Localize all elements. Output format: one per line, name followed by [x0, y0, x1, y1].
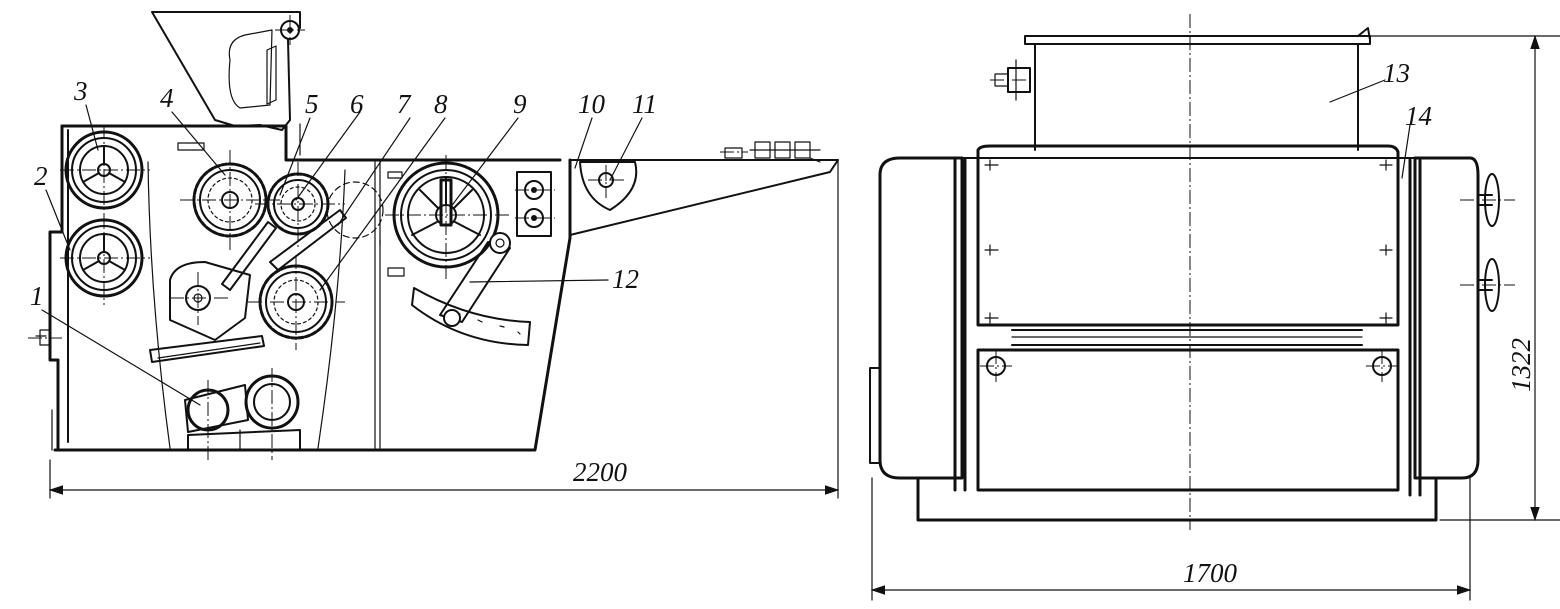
conveyor-hardware: [720, 141, 821, 163]
roll-8: [248, 255, 345, 350]
length-dimension-label: 2200: [573, 457, 628, 487]
part-label-9: 9: [513, 89, 527, 119]
hopper: [151, 11, 305, 131]
part-label-7: 7: [397, 89, 412, 119]
gear-box-10: [515, 171, 555, 237]
roll-3: [60, 125, 150, 215]
part-label-3: 3: [73, 76, 88, 106]
drive-motors: [184, 368, 301, 460]
width-dimension-label: 1700: [1183, 558, 1238, 588]
roll-7: [326, 181, 384, 239]
part-label-12: 12: [612, 264, 639, 294]
roll-4: [180, 150, 280, 250]
part-label-4: 4: [160, 83, 174, 113]
front-part-labels: 13 14: [1383, 58, 1432, 131]
part-label-8: 8: [434, 89, 448, 119]
height-dimension-label: 1322: [1506, 338, 1536, 392]
roll-2: [60, 215, 150, 305]
front-dimensions: 1322 1700: [870, 34, 1560, 601]
roll-9: [385, 155, 510, 280]
part-label-10: 10: [578, 89, 606, 119]
machine-body: [869, 144, 1480, 522]
front-view: 1322 1700 13 14: [869, 14, 1560, 601]
part-label-14: 14: [1405, 101, 1432, 131]
part-label-2: 2: [34, 161, 48, 191]
front-leader-lines: [1329, 79, 1411, 179]
side-part-labels: 1 2 3 4 5 6 7 8 9 10 11 12: [30, 76, 657, 311]
bracket-11: [579, 161, 638, 211]
leader-lines: [41, 104, 643, 406]
roll-6: [255, 162, 345, 248]
part-label-1: 1: [30, 281, 44, 311]
handwheels: [1460, 173, 1515, 312]
part-label-11: 11: [632, 89, 657, 119]
part-label-5: 5: [305, 89, 319, 119]
link-arms: [149, 209, 347, 363]
frame: [28, 123, 839, 499]
side-view: 2200 1 2 3 4 5 6 7 8 9 10 11 12: [28, 11, 840, 499]
part-label-13: 13: [1383, 58, 1410, 88]
length-dimension: 2200: [48, 457, 840, 495]
part-label-6: 6: [350, 89, 364, 119]
adjusting-lever-12: [411, 232, 531, 346]
hopper-13: [990, 27, 1371, 151]
